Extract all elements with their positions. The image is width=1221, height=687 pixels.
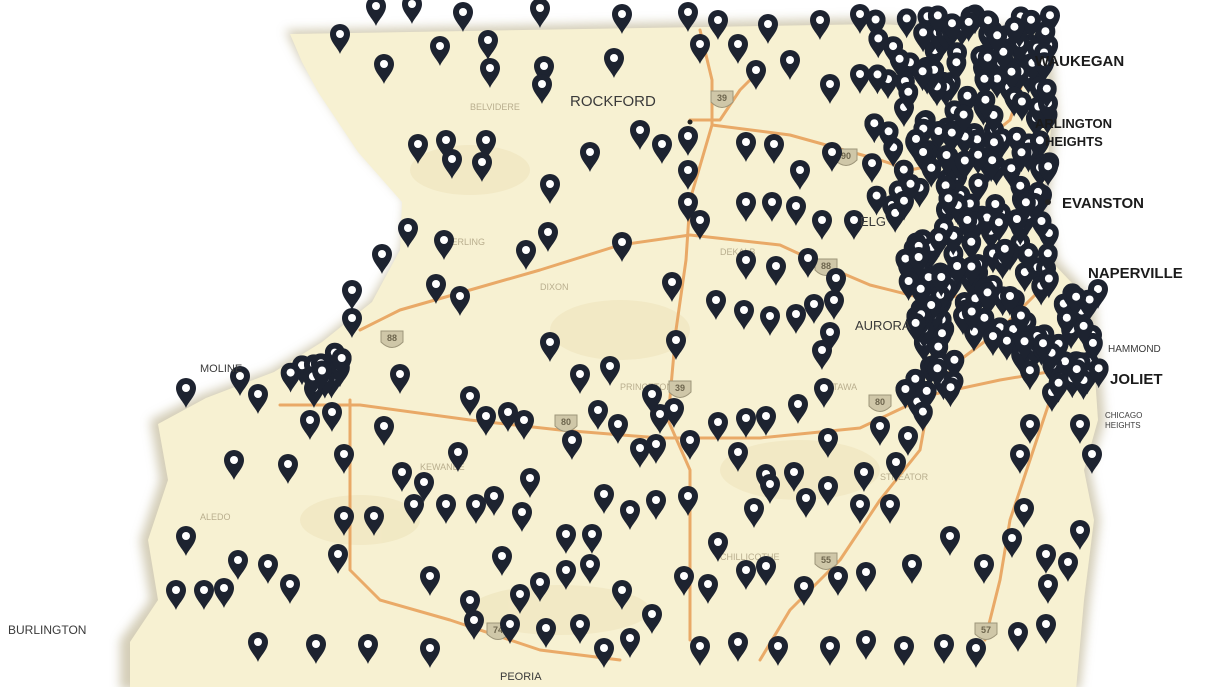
highway-shield-i55: 55: [814, 552, 838, 570]
svg-text:STREATOR: STREATOR: [880, 472, 929, 482]
rockford-dot: [687, 119, 693, 125]
svg-text:DIXON: DIXON: [540, 282, 569, 292]
label-moline: MOLINE: [200, 363, 242, 375]
label-joliet: JOLIET: [1110, 371, 1163, 388]
label-hammond: HAMMOND: [1108, 344, 1161, 355]
svg-text:39: 39: [717, 93, 727, 103]
label-arlington-heights-line1: ARLINGTON: [1035, 116, 1112, 131]
svg-text:ALEDO: ALEDO: [200, 512, 231, 522]
svg-text:STERLING: STERLING: [440, 237, 485, 247]
location-pin[interactable]: [342, 280, 362, 310]
svg-text:88: 88: [387, 333, 397, 343]
label-aurora: AURORA: [855, 318, 911, 333]
label-burlington: BURLINGTON: [8, 623, 86, 637]
label-naperville: NAPERVILLE: [1088, 265, 1183, 282]
highway-shield-i80-east: 80: [868, 394, 892, 412]
road-i88: [358, 233, 1002, 332]
label-rockford: ROCKFORD: [570, 93, 656, 110]
svg-text:39: 39: [675, 383, 685, 393]
location-pin[interactable]: [530, 0, 550, 28]
highway-shield-i57: 57: [974, 622, 998, 640]
road-i39-south: [666, 418, 692, 642]
svg-text:80: 80: [875, 397, 885, 407]
highway-shield-i39-mid: 39: [668, 380, 692, 398]
label-chicago-heights-line2: HEIGHTS: [1105, 421, 1141, 430]
svg-text:OTTAWA: OTTAWA: [820, 382, 857, 392]
svg-text:88: 88: [821, 261, 831, 271]
highway-shield-i39-north: 39: [710, 90, 734, 108]
highway-shields: 39 90 88 88 39 80 80 55 74 57: [380, 90, 998, 640]
svg-text:55: 55: [821, 555, 831, 565]
svg-text:DEKALB: DEKALB: [720, 247, 756, 257]
svg-text:BELVIDERE: BELVIDERE: [470, 102, 520, 112]
evanston-dot: [1045, 199, 1051, 205]
svg-text:80: 80: [561, 417, 571, 427]
location-pin[interactable]: [402, 0, 422, 24]
svg-text:90: 90: [841, 151, 851, 161]
label-arlington-heights-line2: HEIGHTS: [1045, 134, 1103, 149]
label-peoria: PEORIA: [500, 671, 542, 683]
highway-shield-i88-west: 88: [380, 330, 404, 348]
city-labels: WAUKEGAN ARLINGTON HEIGHTS EVANSTON NAPE…: [8, 53, 1183, 683]
road-i57: [983, 398, 1052, 642]
svg-text:CHILLICOTHE: CHILLICOTHE: [720, 552, 780, 562]
location-pin[interactable]: [366, 0, 386, 26]
road-i80: [278, 368, 1062, 440]
svg-text:74: 74: [493, 625, 503, 635]
label-evanston: EVANSTON: [1062, 195, 1144, 212]
highway-shield-i80-west: 80: [554, 414, 578, 432]
road-i74: [348, 398, 622, 662]
label-waukegan: WAUKEGAN: [1035, 53, 1124, 70]
svg-text:KEWANEE: KEWANEE: [420, 462, 465, 472]
label-chicago-heights-line1: CHICAGO: [1105, 411, 1142, 420]
svg-text:57: 57: [981, 625, 991, 635]
label-elgin: ELG: [860, 214, 886, 229]
